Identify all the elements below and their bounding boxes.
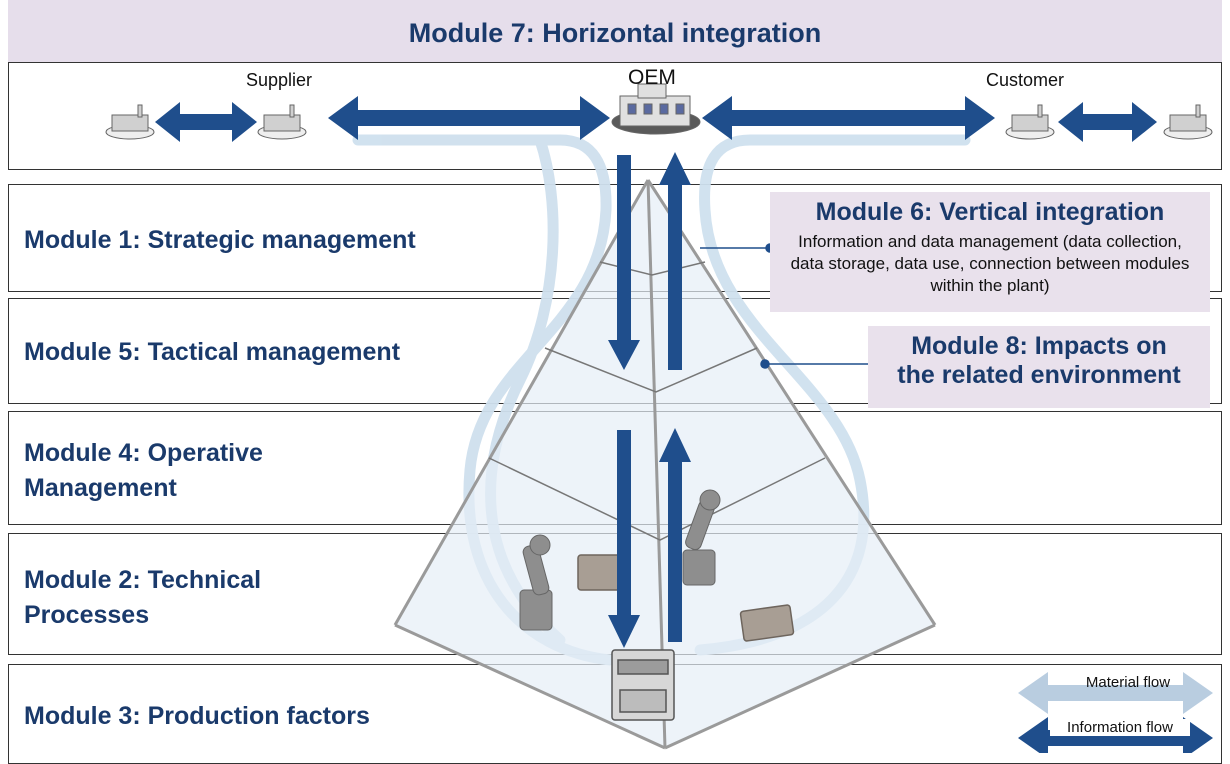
module-5-label: Module 5: Tactical management: [24, 338, 401, 366]
module-2-label-line1: Module 2: Technical: [24, 566, 262, 594]
factory-icon: [611, 83, 701, 135]
robot-arm-icon: [682, 489, 721, 586]
module-6-callout: Module 6: Vertical integration Informati…: [770, 192, 1210, 312]
module-2-label-line2: Processes: [24, 601, 150, 629]
module-3-label: Module 3: Production factors: [24, 702, 370, 730]
legend-material-label: Material flow: [1085, 674, 1171, 691]
module-7-title: Module 7: Horizontal integration: [408, 18, 822, 48]
factory-icon: [257, 104, 307, 140]
storage-box-icon: [577, 554, 795, 642]
module-7-header: Module 7: Horizontal integration: [8, 0, 1222, 62]
legend-material-arrow: [1018, 672, 1213, 714]
vertical-information-arrows: [608, 152, 691, 648]
oem-label: OEM: [628, 66, 676, 89]
module-8-callout: Module 8: Impacts on the related environ…: [868, 326, 1210, 408]
module-6-description: Information and data management (data co…: [790, 232, 1190, 296]
module-6-title: Module 6: Vertical integration: [815, 198, 1165, 226]
module-1-label: Module 1: Strategic management: [24, 226, 416, 254]
legend-information-label: Information flow: [1050, 719, 1190, 736]
module-4-label-line1: Module 4: Operative: [24, 439, 263, 467]
factory-icon: [105, 104, 155, 140]
customer-label: Customer: [986, 70, 1065, 90]
module-4-label-line2: Management: [24, 474, 177, 502]
horizontal-information-arrows: [155, 96, 1157, 142]
module-8-title-line1: Module 8: Impacts on: [911, 332, 1167, 360]
factory-icon: [1005, 104, 1055, 140]
module-8-title-line2: the related environment: [897, 361, 1181, 389]
supplier-label: Supplier: [246, 70, 313, 90]
press-machine-icon: [611, 649, 675, 721]
robot-arm-icon: [519, 534, 553, 631]
factory-icon: [1163, 104, 1213, 140]
